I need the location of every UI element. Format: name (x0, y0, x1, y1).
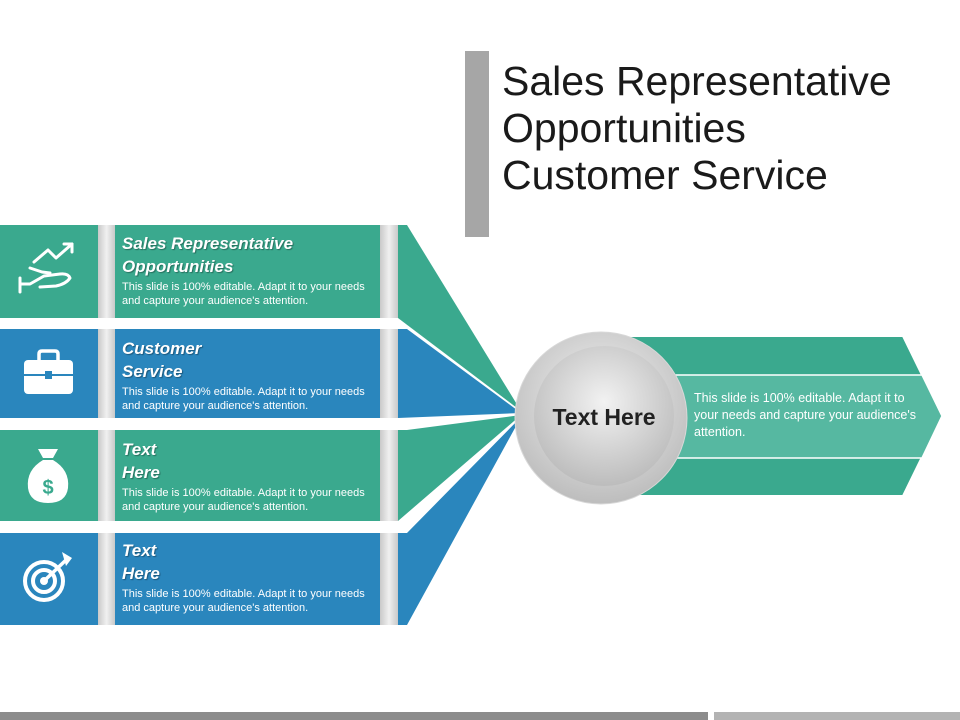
footer-bar-right (714, 712, 960, 720)
row-1-text: Sales Representative Opportunities This … (122, 232, 377, 308)
svg-text:$: $ (42, 477, 53, 499)
row-4-heading: Text Here (122, 539, 377, 585)
money-bag-icon: $ (27, 449, 69, 503)
row-1-description: This slide is 100% editable. Adapt it to… (122, 281, 365, 307)
row-2-text: Customer Service This slide is 100% edit… (122, 337, 377, 413)
wedge-1 (398, 225, 521, 411)
title-line-3: Customer Service (502, 152, 828, 198)
hand-growth-chart-icon (18, 242, 74, 294)
row-3-divider (98, 430, 115, 521)
footer-bar-left (0, 712, 708, 720)
row-3-heading-line-2: Here (122, 463, 160, 482)
row-3-end-strip (380, 430, 398, 521)
row-2-end-strip (380, 329, 398, 418)
row-2-divider (98, 329, 115, 418)
row-2-description: This slide is 100% editable. Adapt it to… (122, 386, 365, 412)
row-3-heading-line-1: Text (122, 440, 157, 459)
hub-label: Text Here (552, 404, 656, 430)
row-2-heading-line-2: Service (122, 362, 183, 381)
row-4-divider (98, 533, 115, 625)
slide-title: Sales Representative Opportunities Custo… (502, 58, 942, 199)
row-1-divider (98, 225, 115, 318)
row-2-heading: Customer Service (122, 337, 377, 383)
row-4-heading-line-2: Here (122, 564, 160, 583)
target-arrow-icon (23, 552, 72, 602)
row-3-heading: Text Here (122, 438, 377, 484)
row-4-text: Text Here This slide is 100% editable. A… (122, 539, 377, 615)
row-2-heading-line-1: Customer (122, 339, 202, 358)
row-1-heading-line-2: Opportunities (122, 257, 234, 276)
wedge-4 (398, 417, 521, 625)
row-4-band (0, 533, 398, 625)
row-1-heading: Sales Representative Opportunities (122, 232, 377, 278)
hub-description: This slide is 100% editable. Adapt it to… (694, 391, 916, 439)
title-line-1: Sales Representative (502, 58, 892, 104)
row-3-text: Text Here This slide is 100% editable. A… (122, 438, 377, 514)
row-4-end-strip (380, 533, 398, 625)
row-1-heading-line-1: Sales Representative (122, 234, 294, 253)
row-1-end-strip (380, 225, 398, 318)
title-accent-bar (465, 51, 489, 237)
wedge-3 (398, 415, 521, 521)
row-1-band (0, 225, 398, 318)
wedge-2 (398, 329, 521, 418)
hub-inner-circle (534, 346, 674, 486)
row-3-description: This slide is 100% editable. Adapt it to… (122, 487, 365, 513)
row-4-description: This slide is 100% editable. Adapt it to… (122, 588, 365, 614)
title-line-2: Opportunities (502, 105, 746, 151)
row-4-heading-line-1: Text (122, 541, 157, 560)
briefcase-icon (24, 349, 73, 394)
